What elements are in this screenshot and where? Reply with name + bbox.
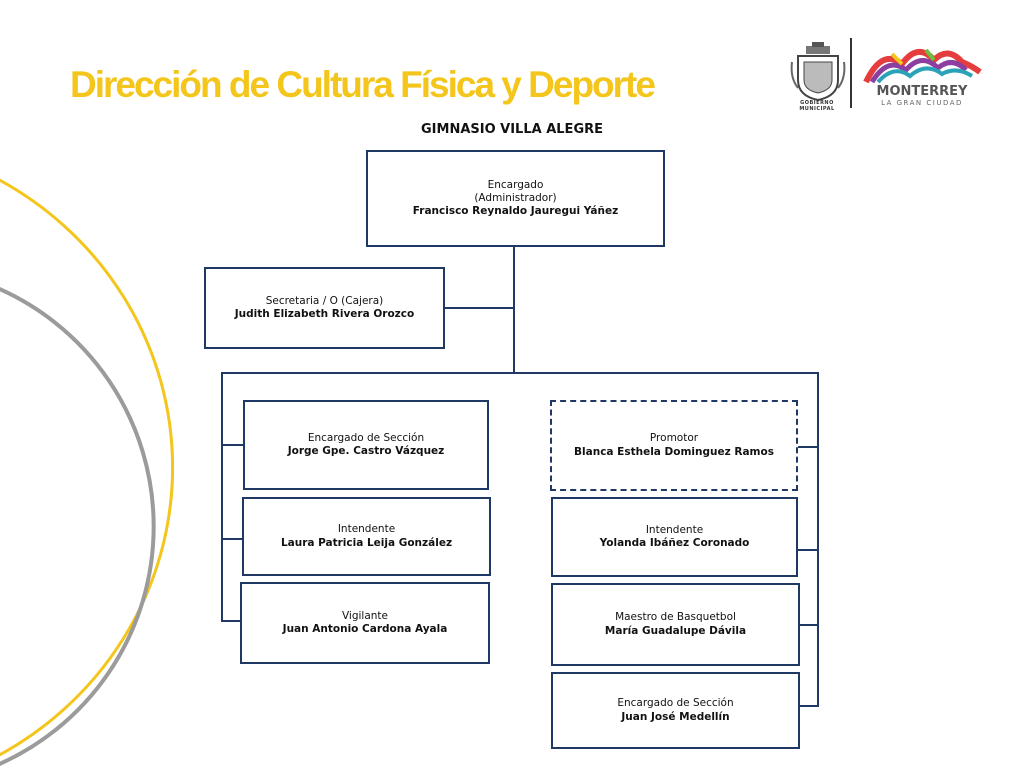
right-box-4: Encargado de Sección Juan José Medellín — [551, 672, 800, 749]
left-box-1-name: Jorge Gpe. Castro Vázquez — [287, 445, 445, 457]
right-box-4-name: Juan José Medellín — [621, 710, 730, 723]
right-box-2-name: Yolanda Ibáñez Coronado — [599, 537, 750, 549]
brand-name: MONTERREY — [876, 84, 968, 99]
connector-director-down — [513, 246, 515, 373]
left-box-2-name: Laura Patricia Leija González — [280, 536, 453, 549]
connector-right-1 — [797, 446, 819, 448]
yellow-arc — [0, 178, 174, 757]
gray-arc — [0, 287, 156, 766]
left-box-3-role: Vigilante — [341, 609, 389, 622]
right-box-1-name: Blanca Esthela Dominguez Ramos — [574, 445, 774, 458]
right-box-1: Promotor Blanca Esthela Dominguez Ramos — [550, 400, 798, 491]
shield-caption: GOBIERNO MUNICIPAL — [799, 100, 835, 112]
secretary-role: Secretaria / O (Cajera) — [265, 294, 384, 307]
right-box-4-role: Encargado de Sección — [617, 697, 734, 710]
left-box-3: Vigilante Juan Antonio Cardona Ayala — [240, 582, 490, 664]
connector-horizontal — [221, 372, 819, 374]
connector-left-vertical — [221, 372, 223, 622]
secretary-name: Judith Elizabeth Rivera Orozco — [234, 308, 415, 320]
connector-right-vertical — [817, 372, 819, 707]
left-box-1-role: Encargado de Sección — [307, 431, 425, 444]
director-box: Encargado (Administrador) Francisco Reyn… — [366, 150, 665, 247]
left-box-2-role: Intendente — [337, 523, 396, 536]
page-title: Dirección de Cultura Física y Deporte — [70, 64, 656, 105]
brand-tagline: LA GRAN CIUDAD — [881, 99, 963, 107]
left-box-2: Intendente Laura Patricia Leija González — [242, 497, 491, 576]
left-box-3-name: Juan Antonio Cardona Ayala — [282, 623, 448, 635]
connector-right-3 — [799, 624, 819, 626]
coat-of-arms-icon — [790, 42, 846, 102]
right-box-3-name: María Guadalupe Dávila — [604, 624, 747, 637]
connector-secretary — [444, 307, 515, 309]
director-name: Francisco Reynaldo Jauregui Yáñez — [412, 205, 619, 218]
chart-subtitle: GIMNASIO VILLA ALEGRE — [421, 122, 603, 137]
connector-right-4 — [799, 705, 819, 707]
secretary-box: Secretaria / O (Cajera) Judith Elizabeth… — [204, 267, 445, 349]
logo-area: GOBIERNO MUNICIPAL MONTERREY LA GRAN CIU… — [780, 38, 982, 112]
right-box-1-role: Promotor — [649, 432, 699, 445]
director-role: Encargado — [487, 178, 544, 191]
right-box-2: Intendente Yolanda Ibáñez Coronado — [551, 497, 798, 577]
right-box-3: Maestro de Basquetbol María Guadalupe Dá… — [551, 583, 800, 666]
logo-divider — [850, 38, 852, 108]
monterrey-mountain-icon — [863, 48, 982, 84]
right-box-2-role: Intendente — [645, 523, 704, 536]
connector-left-2 — [221, 538, 243, 540]
connector-left-3 — [221, 620, 241, 622]
director-role-detail: (Administrador) — [474, 191, 557, 204]
connector-right-2 — [797, 549, 819, 551]
left-box-1: Encargado de Sección Jorge Gpe. Castro V… — [243, 400, 489, 490]
right-box-3-role: Maestro de Basquetbol — [615, 611, 736, 624]
connector-left-1 — [221, 444, 244, 446]
